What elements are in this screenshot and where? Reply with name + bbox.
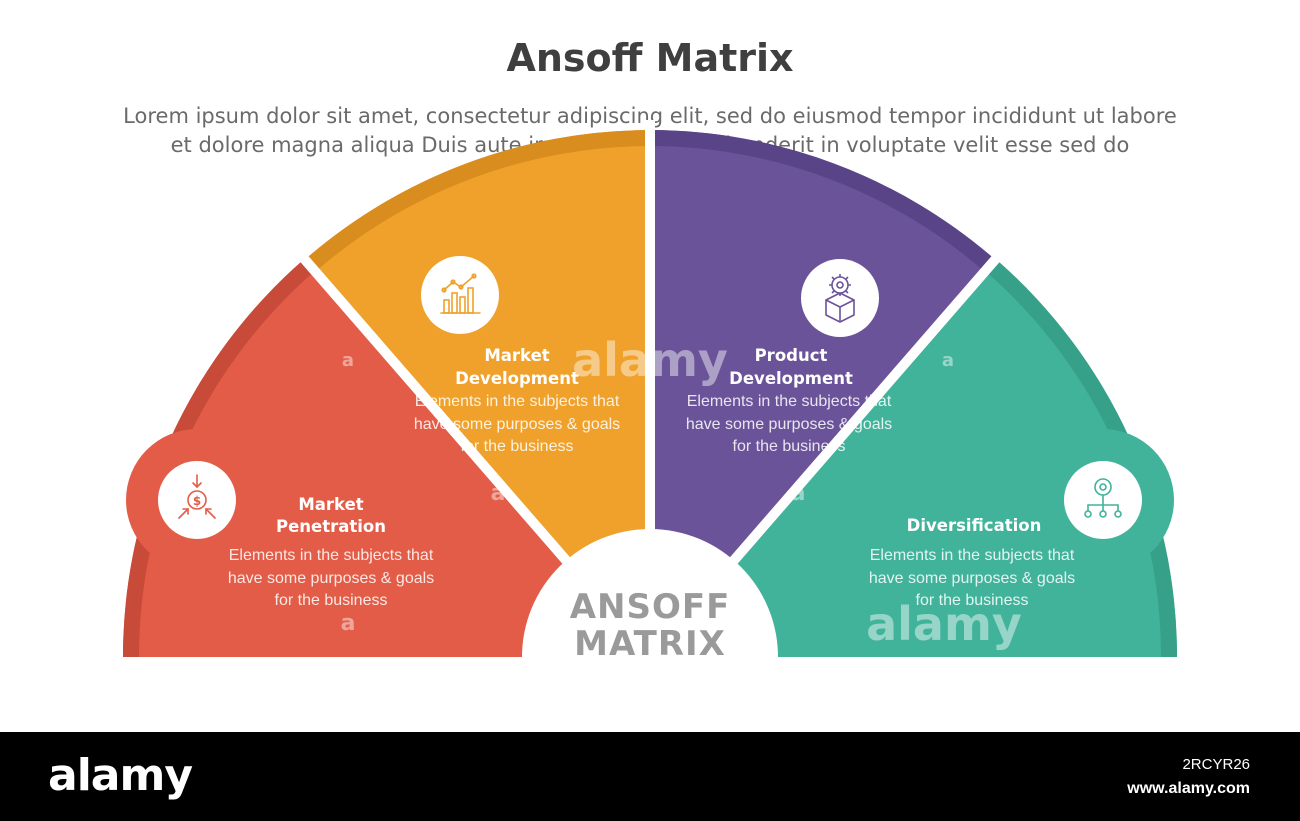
- watermark-letter-3: a: [342, 350, 354, 371]
- page-title: Ansoff Matrix: [506, 36, 794, 80]
- desc-line-1: Elements in the subjects that: [415, 393, 620, 410]
- coin-arrows-icon: $: [178, 474, 216, 519]
- center-label-line-2: MATRIX: [574, 624, 726, 664]
- page-subtitle: Lorem ipsum dolor sit amet, consectetur …: [60, 102, 1240, 160]
- desc-line-3: for the business: [461, 438, 574, 455]
- growth-chart-icon: [440, 273, 481, 314]
- label-market-penetration: Market Penetration Elements in the subje…: [228, 495, 434, 609]
- infographic-canvas: Ansoff Matrix Lorem ipsum dolor sit amet…: [60, 36, 1240, 664]
- segment-product-development: [650, 130, 996, 657]
- title-line-1: Market: [484, 346, 549, 365]
- label-market-development: Market Development Elements in the subje…: [414, 346, 620, 455]
- segment-shape-market-penetration: [122, 258, 650, 657]
- watermark-letter-1: a: [491, 481, 506, 506]
- label-diversification: Diversification Elements in the subjects…: [869, 516, 1075, 609]
- watermark-center: alamy: [572, 333, 728, 387]
- icon-badge-market-penetration: $: [158, 461, 236, 539]
- icon-badge-diversification: [1064, 461, 1142, 539]
- watermark-letter-2: a: [791, 481, 806, 506]
- watermark-right: alamy: [866, 597, 1022, 651]
- title-line-1: Market: [298, 495, 363, 514]
- segment-shape-market-development: [304, 130, 650, 657]
- title-line-1: Product: [755, 346, 828, 365]
- segment-shape-diversification: [650, 258, 1178, 657]
- title-line-2: Development: [729, 369, 853, 388]
- image-id: 2RCYR26: [1182, 756, 1250, 773]
- desc-line-3: for the business: [275, 592, 388, 609]
- title-line-2: Penetration: [276, 517, 386, 536]
- desc-line-2: have some purposes & goals: [686, 416, 892, 433]
- alamy-logo: alamy: [48, 750, 193, 801]
- gear-box-icon: [825, 274, 855, 323]
- segment-rim-product-development: [650, 130, 996, 272]
- desc-line-3: for the business: [733, 438, 846, 455]
- desc-line-2: have some purposes & goals: [414, 416, 620, 433]
- watermark-letter-5: a: [341, 611, 356, 636]
- site-url: www.alamy.com: [1127, 780, 1250, 797]
- icon-badge-market-development: [421, 256, 499, 334]
- ansoff-semicircle-diagram: $: [122, 130, 1178, 664]
- desc-line-1: Elements in the subjects that: [687, 393, 892, 410]
- desc-line-1: Elements in the subjects that: [229, 547, 434, 564]
- desc-line-3: for the business: [916, 592, 1029, 609]
- segment-rim-market-development: [304, 130, 650, 272]
- svg-text:$: $: [193, 494, 201, 508]
- desc-line-2: have some purposes & goals: [869, 570, 1075, 587]
- watermark-letter-4: a: [942, 350, 954, 371]
- desc-line-2: have some purposes & goals: [228, 570, 434, 587]
- icon-badge-product-development: [801, 259, 879, 337]
- segment-shape-product-development: [650, 130, 996, 657]
- hierarchy-icon: [1084, 478, 1122, 518]
- center-hub: [522, 529, 778, 657]
- title-line-2: Development: [455, 369, 579, 388]
- title-line-1: Diversification: [907, 516, 1042, 535]
- center-label-line-1: ANSOFF: [570, 587, 731, 627]
- stock-footer-bar: alamy 2RCYR26 www.alamy.com: [0, 732, 1300, 821]
- label-product-development: Product Development Elements in the subj…: [686, 346, 892, 455]
- desc-line-1: Elements in the subjects that: [870, 547, 1075, 564]
